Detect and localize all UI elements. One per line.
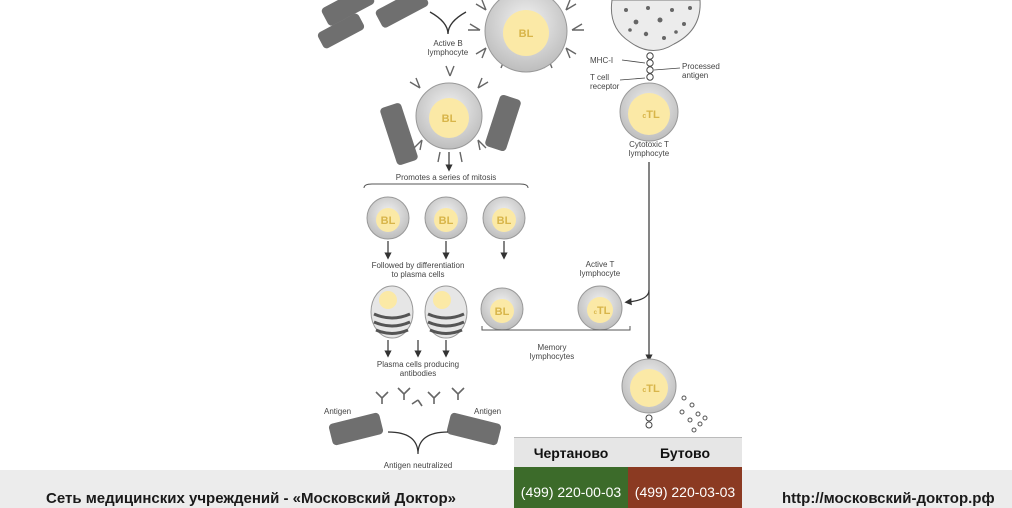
antigen-top-2 bbox=[375, 0, 429, 28]
merge-arrow-bottom bbox=[387, 431, 449, 455]
arrow-to-memory-t bbox=[624, 289, 650, 306]
cytotoxic-t-cell: cTL bbox=[619, 82, 679, 142]
label-mitosis: Promotes a series of mitosis bbox=[396, 173, 496, 182]
memory-bracket bbox=[481, 326, 631, 331]
branch-name: Чертаново bbox=[514, 437, 628, 468]
svg-text:cTL: cTL bbox=[642, 383, 660, 395]
label-neutralized: Antigen neutralized bbox=[384, 461, 453, 470]
antigen-bottom-right bbox=[446, 412, 502, 446]
cytotoxic-t-cell-bottom: cTL bbox=[621, 358, 677, 414]
antigen-top-1 bbox=[321, 0, 375, 26]
svg-text:BL: BL bbox=[381, 215, 396, 227]
svg-text:BL: BL bbox=[497, 215, 512, 227]
plasma-cell-2 bbox=[424, 285, 468, 339]
mhc-pointer bbox=[621, 59, 646, 64]
b-cell-row-1: BL bbox=[366, 196, 410, 240]
merge-arrow-top bbox=[429, 11, 467, 35]
branch-name: Бутово bbox=[628, 437, 742, 468]
svg-text:cTL: cTL bbox=[594, 305, 611, 317]
antibodies bbox=[375, 387, 465, 407]
label-antigen-right: Antigen bbox=[474, 407, 501, 416]
receptor-pointer bbox=[619, 77, 646, 81]
granules bbox=[679, 395, 708, 433]
antigen-right-central bbox=[485, 94, 521, 152]
b-cell-row-2: BL bbox=[424, 196, 468, 240]
svg-text:cTL: cTL bbox=[642, 109, 660, 121]
branch-butovo: Бутово (499) 220-03-03 bbox=[628, 437, 742, 508]
website-link[interactable]: http://московский-доктор.рф bbox=[782, 490, 995, 507]
central-b-cell: BL bbox=[409, 65, 489, 163]
branch-phone[interactable]: (499) 220-00-03 bbox=[514, 467, 628, 508]
memory-t-cell: cTL bbox=[577, 285, 623, 331]
branch-phone[interactable]: (499) 220-03-03 bbox=[628, 467, 742, 508]
plasma-cell-1 bbox=[370, 285, 414, 339]
antigen-top-3 bbox=[317, 13, 365, 49]
active-b-cell-top: BL bbox=[468, 0, 584, 73]
mitosis-bracket bbox=[363, 183, 529, 189]
branch-chertanovo: Чертаново (499) 220-00-03 bbox=[514, 437, 628, 508]
antigen-bottom-left bbox=[328, 412, 384, 446]
label-mhc: MHC-I bbox=[590, 56, 613, 65]
cell-label: BL bbox=[519, 28, 534, 40]
svg-text:BL: BL bbox=[439, 215, 454, 227]
label-antigen-left: Antigen bbox=[324, 407, 351, 416]
antigen-left-central bbox=[380, 103, 418, 165]
network-name: Сеть медицинских учреждений - «Московски… bbox=[46, 490, 456, 507]
processed-pointer bbox=[653, 67, 681, 71]
svg-text:BL: BL bbox=[442, 113, 457, 125]
svg-text:BL: BL bbox=[495, 306, 510, 318]
infected-cell bbox=[610, 0, 701, 51]
memory-b-cell: BL bbox=[480, 287, 524, 331]
footer-bar: Сеть медицинских учреждений - «Московски… bbox=[0, 470, 1012, 508]
tcr-bottom bbox=[645, 414, 653, 429]
mhc-antigen-complex bbox=[646, 52, 654, 81]
b-cell-row-3: BL bbox=[482, 196, 526, 240]
